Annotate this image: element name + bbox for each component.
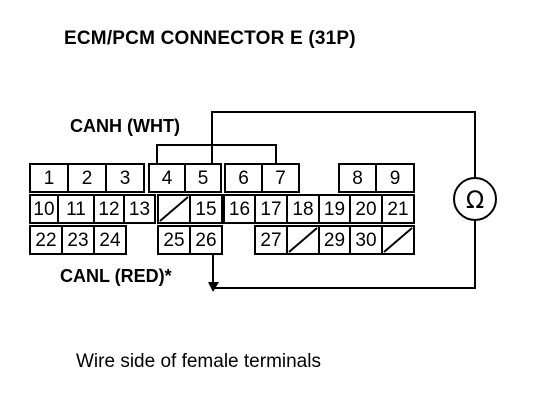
pin-label: 8 (352, 167, 363, 189)
pin-label: 22 (35, 229, 57, 251)
pin-label: 19 (323, 198, 346, 220)
canl-label: CANL (RED)* (60, 266, 172, 286)
pin-5-cell (184, 163, 222, 193)
canh-bridge-wire (156, 144, 277, 164)
pin-label: 27 (260, 229, 282, 251)
pin-label: 1 (43, 167, 55, 189)
canh-label: CANH (WHT) (70, 116, 180, 136)
pin-label: 11 (66, 198, 86, 220)
pin-7-cell (261, 163, 300, 193)
ohmmeter-circle (453, 177, 497, 221)
ohm-symbol: Ω (466, 186, 484, 214)
pin-label: 24 (99, 229, 121, 251)
pin-label: 20 (355, 198, 377, 220)
pin-label: 17 (260, 198, 282, 220)
pin-label: 25 (163, 229, 185, 251)
pin-label: 6 (238, 167, 249, 189)
pin-label: 16 (228, 198, 251, 220)
pin-3-cell (105, 163, 145, 193)
pin-label: 2 (81, 167, 93, 189)
pin-label: 9 (389, 167, 401, 189)
pin-label: 21 (387, 198, 409, 220)
pin-label: 7 (275, 167, 286, 189)
pin-label: 23 (67, 229, 89, 251)
connector-title: ECM/PCM CONNECTOR E (31P) (64, 28, 356, 49)
pin-label: 5 (197, 167, 209, 189)
canl-arrow-icon (208, 282, 219, 292)
pin-label: 13 (128, 198, 151, 220)
canl-lead-wire (212, 220, 476, 289)
pin-label: 18 (292, 198, 314, 220)
pin-label: 3 (119, 167, 131, 189)
pin-label: 26 (195, 229, 217, 251)
pin-label: 15 (195, 198, 217, 220)
pin-label: 12 (98, 198, 120, 220)
pin-label: 29 (323, 229, 346, 251)
pin-label: 4 (161, 167, 173, 189)
caption: Wire side of female terminals (76, 351, 321, 372)
pin-label: 10 (33, 198, 55, 220)
pin-label: 30 (355, 229, 377, 251)
pin-9-cell (375, 163, 415, 193)
canh-lead-wire (211, 111, 476, 178)
